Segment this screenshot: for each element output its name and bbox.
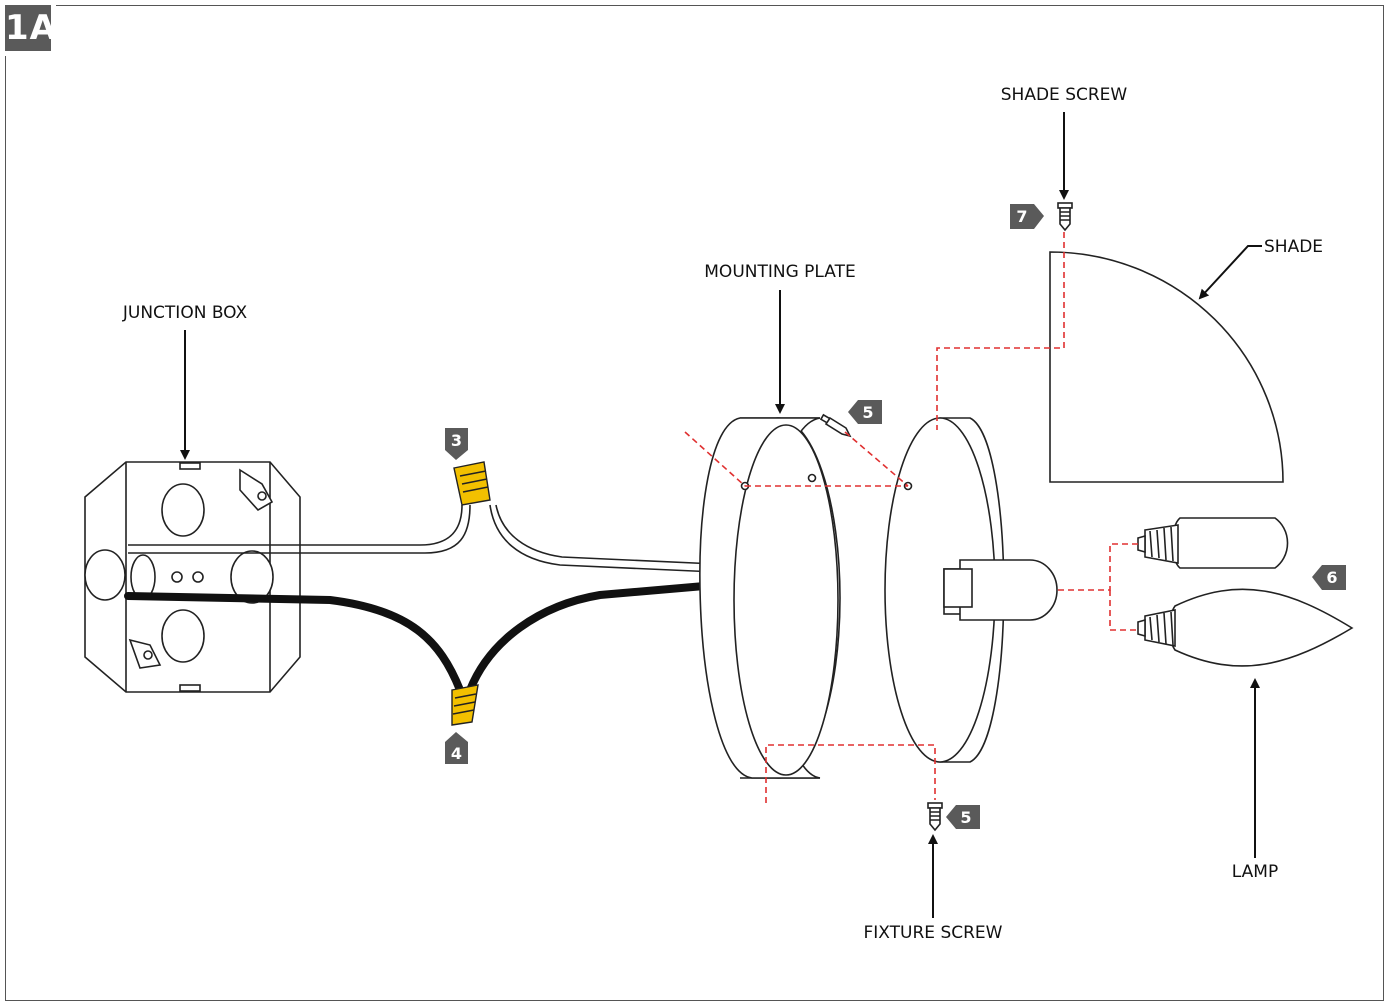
lamp-tubular	[1137, 517, 1289, 569]
wire-nut-white	[453, 461, 491, 506]
shade-screw	[1057, 202, 1073, 232]
lamp-candelabra	[1137, 588, 1354, 667]
fixture-screw-bottom	[927, 802, 943, 832]
step-badge-5-top: 5	[848, 400, 882, 424]
wire-nut-black	[451, 684, 479, 726]
svg-text:3: 3	[451, 431, 462, 450]
step-badge-3: 3	[445, 428, 468, 460]
figure-id: 1A	[5, 5, 56, 51]
shade-screw-label: SHADE SCREW	[1001, 85, 1128, 105]
shade-label: SHADE	[1264, 237, 1323, 257]
svg-text:5: 5	[862, 403, 873, 422]
shade	[1049, 251, 1284, 483]
step-badge-6: 6	[1312, 565, 1346, 590]
step-badge-5-bottom: 5	[946, 805, 980, 829]
svg-text:4: 4	[451, 744, 462, 763]
svg-text:6: 6	[1326, 568, 1337, 587]
shade-arrow	[1198, 245, 1262, 300]
junction-box	[84, 461, 301, 693]
figure-tab: 1A	[0, 0, 56, 56]
svg-text:7: 7	[1016, 207, 1027, 226]
lamp-label: LAMP	[1232, 862, 1278, 882]
step-badge-4: 4	[445, 732, 468, 764]
mounting-plate-label: MOUNTING PLATE	[704, 262, 855, 282]
fixture-backplate	[884, 417, 1058, 763]
svg-text:5: 5	[960, 808, 971, 827]
mounting-plate	[699, 417, 841, 779]
fixture-screw-top	[819, 413, 852, 438]
black-wires	[124, 581, 720, 694]
step-badge-7: 7	[1010, 204, 1044, 229]
diagram-frame	[5, 5, 1384, 1001]
guide-lines	[684, 232, 1138, 803]
junction-box-label: JUNCTION BOX	[122, 303, 248, 323]
fixture-screw-label: FIXTURE SCREW	[864, 923, 1003, 943]
white-wires	[128, 504, 717, 573]
